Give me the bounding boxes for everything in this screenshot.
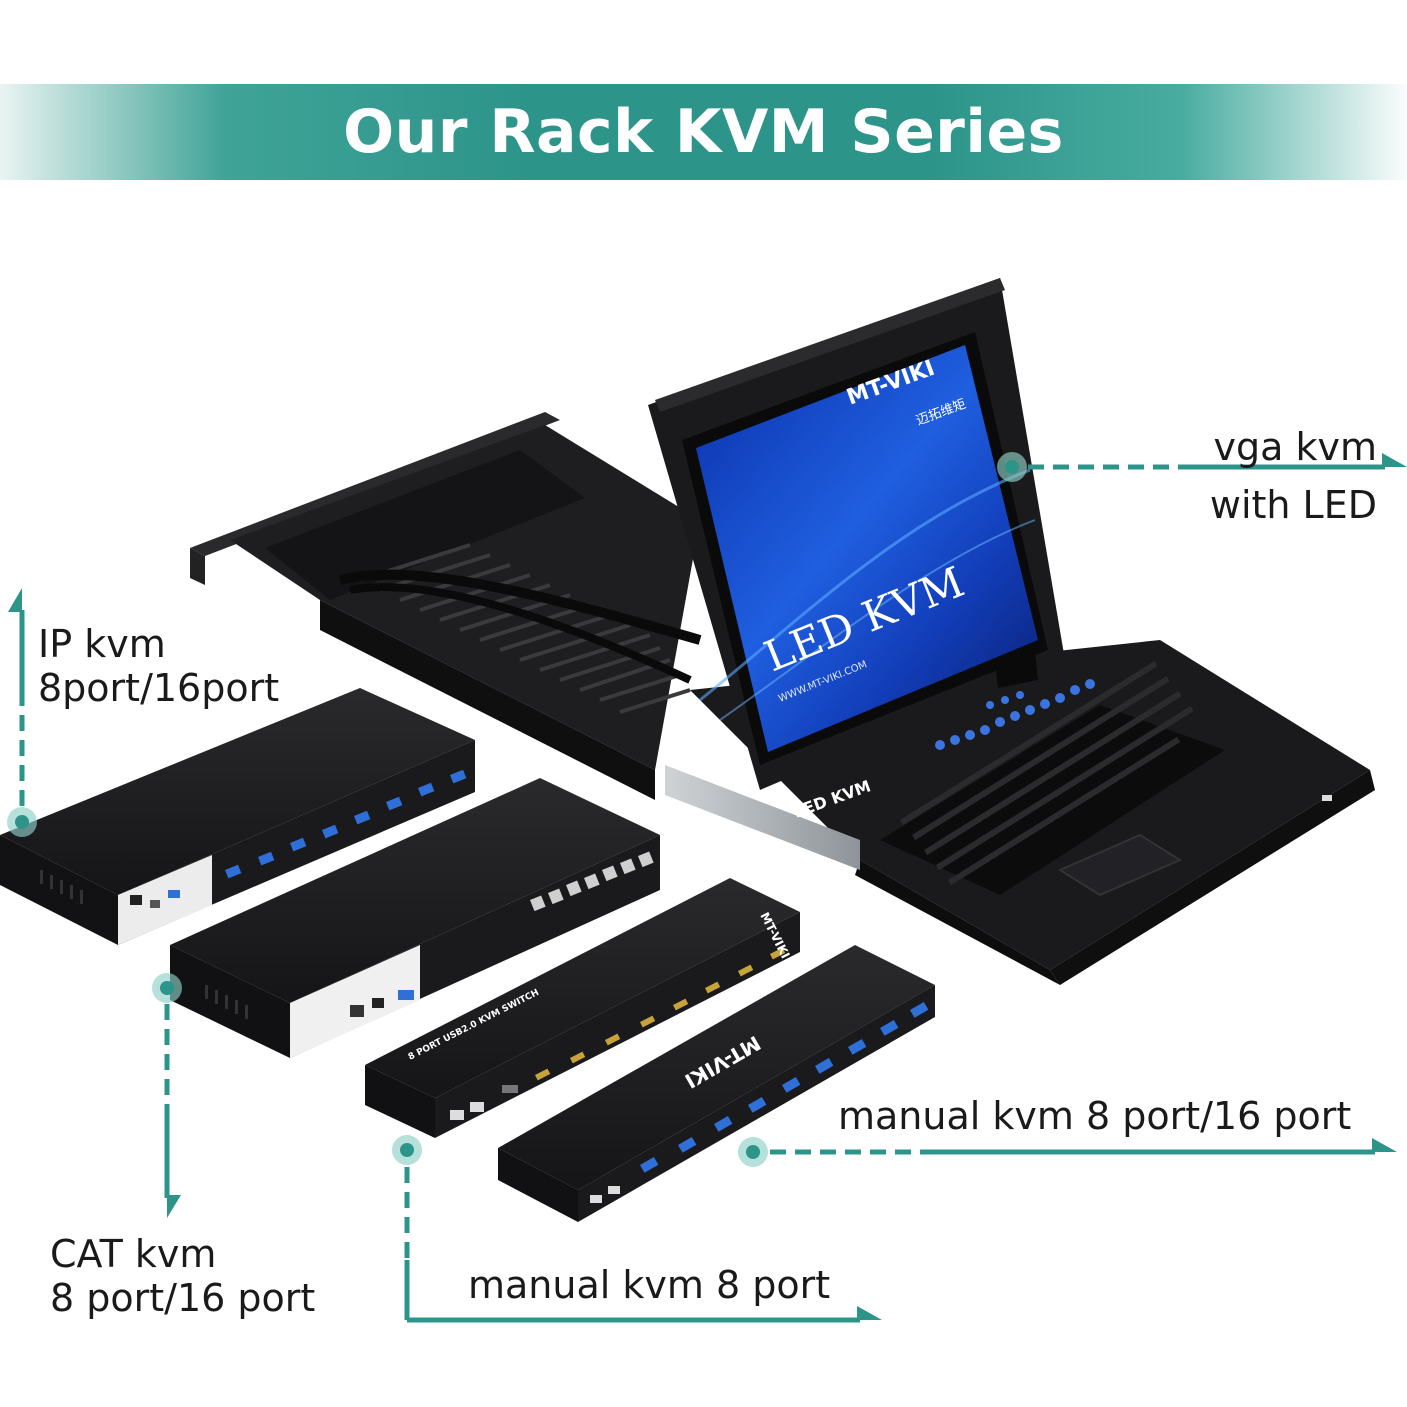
label-cat-kvm-line2: 8 port/16 port <box>50 1276 316 1320</box>
ip-kvm-ports <box>224 769 467 879</box>
cat-kvm-rj45-ports <box>530 851 654 912</box>
vga-ports <box>640 1002 929 1173</box>
title-banner <box>0 84 1407 180</box>
label-vga-kvm-line2: with LED <box>1209 483 1377 527</box>
label-cat-kvm: CAT kvm 8 port/16 port <box>50 1232 315 1320</box>
rack-tray <box>190 412 702 800</box>
label-manual-kvm-8-16-line1: manual kvm 8 port/16 port <box>838 1094 1352 1138</box>
lcd-monitor: MT-VIKI 迈拓维矩 LED KVM WWW.MT-VIKI.COM LED… <box>648 278 1065 822</box>
label-manual-kvm-8-line1: manual kvm 8 port <box>468 1263 831 1307</box>
keyboard-keys <box>900 661 1194 886</box>
hdmi-ports <box>535 947 786 1081</box>
slide-rail <box>665 765 860 870</box>
hdmi-kvm-device: 8 PORT USB2.0 KVM SWITCH MT-VIKI <box>365 878 800 1138</box>
screen <box>696 345 1038 752</box>
ip-kvm-device <box>0 688 475 945</box>
control-buttons <box>935 679 1095 750</box>
touchpad <box>1057 833 1183 897</box>
manual-kvm-16-device: MT-VIKI <box>498 945 935 1222</box>
label-vga-kvm: vga kvm with LED <box>1210 418 1377 534</box>
label-cat-kvm-line1: CAT kvm <box>50 1232 217 1276</box>
label-manual-kvm-8: manual kvm 8 port <box>468 1263 830 1307</box>
cat-kvm-device <box>170 778 660 1058</box>
label-vga-kvm-line1: vga kvm <box>1213 425 1378 469</box>
label-manual-kvm-8-16: manual kvm 8 port/16 port <box>838 1094 1351 1138</box>
label-ip-kvm-line2: 8port/16port <box>38 666 280 710</box>
label-ip-kvm: IP kvm 8port/16port <box>38 622 279 710</box>
label-ip-kvm-line1: IP kvm <box>38 622 166 666</box>
callouts <box>7 452 1407 1323</box>
page-title: Our Rack KVM Series <box>343 97 1064 167</box>
